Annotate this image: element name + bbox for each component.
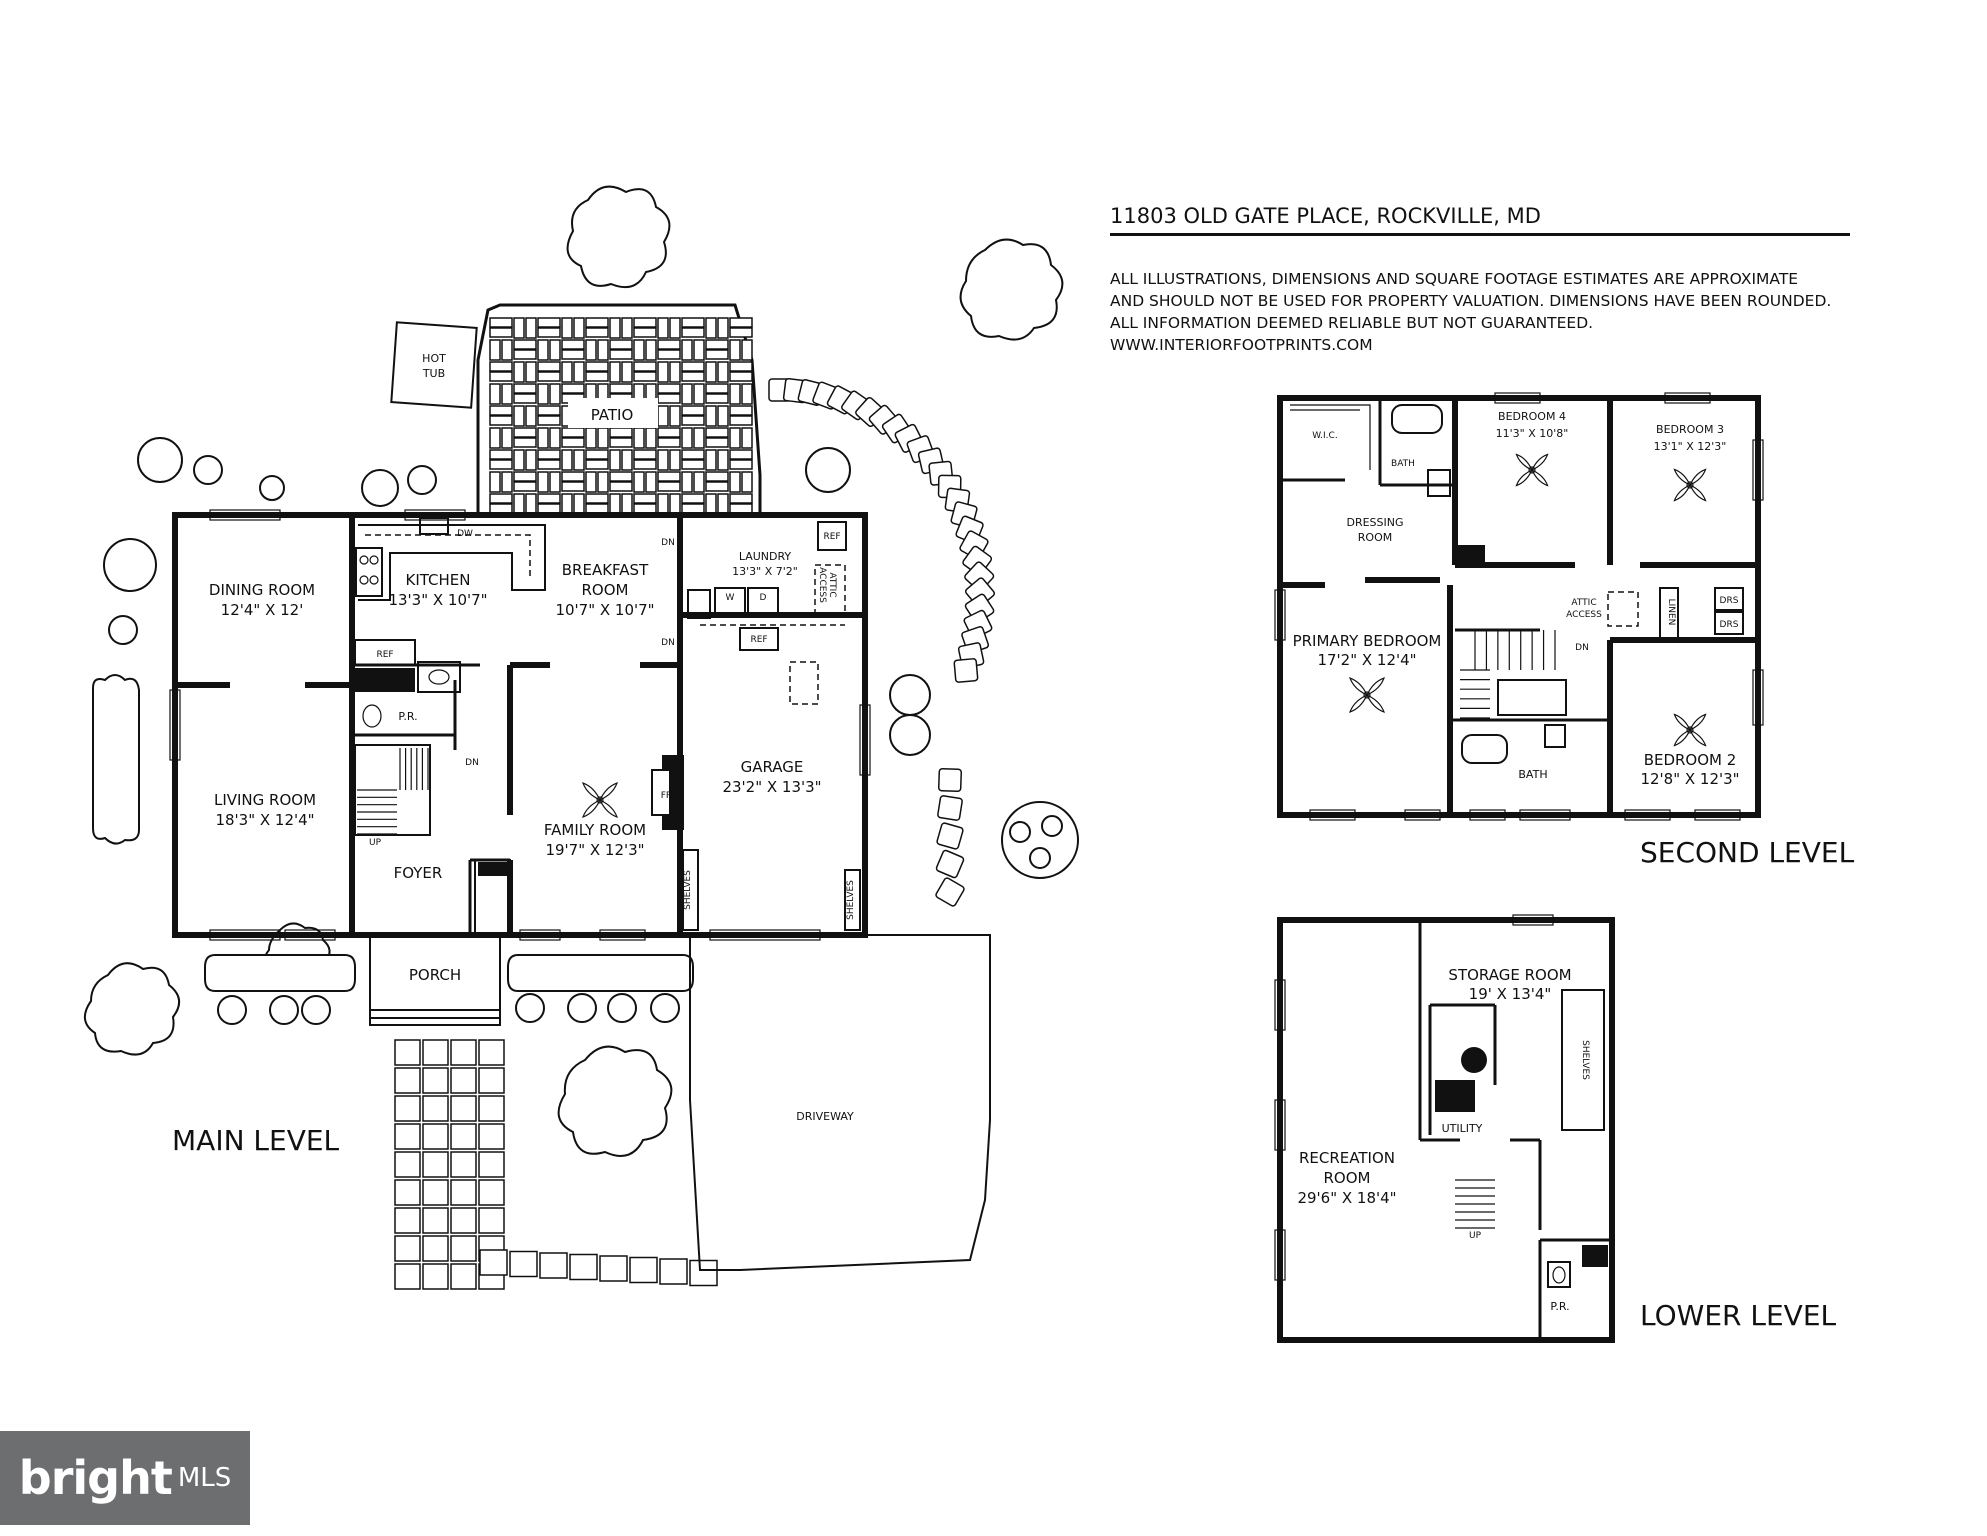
laundry-stairs-down: DN: [661, 538, 675, 548]
bath-label: BATH: [1391, 459, 1415, 469]
bedroom2-label: BEDROOM 2: [1644, 751, 1737, 769]
living-room-label: LIVING ROOM: [214, 791, 316, 809]
dining-room-size: 12'4" X 12': [221, 601, 304, 619]
kitchen-label: KITCHEN: [406, 571, 471, 589]
landscape: [84, 185, 1079, 1157]
hot-tub-label: TUB: [422, 367, 445, 380]
kitchen-size: 13'3" X 10'7": [388, 591, 487, 609]
bedroom2-size: 12'8" X 12'3": [1640, 770, 1739, 788]
disclaimer: ALL ILLUSTRATIONS, DIMENSIONS AND SQUARE…: [1110, 268, 1831, 356]
lower-powder-room-label: P.R.: [1550, 1300, 1569, 1313]
patio-label: PATIO: [591, 406, 634, 424]
family-room-size: 19'7" X 12'3": [545, 841, 644, 859]
breakfast-room-label: BREAKFAST: [562, 561, 649, 579]
dresser-label: DRS: [1720, 620, 1739, 630]
disclaimer-line: ALL INFORMATION DEEMED RELIABLE BUT NOT …: [1110, 314, 1594, 332]
header-divider: [1110, 233, 1850, 236]
recreation-room-label: RECREATION: [1299, 1149, 1395, 1167]
linen-label: LINEN: [1666, 599, 1676, 626]
stairs-up-label: UP: [369, 838, 382, 848]
second-level-title: SECOND LEVEL: [1640, 836, 1855, 869]
recreation-room-label: ROOM: [1324, 1169, 1371, 1187]
primary-bedroom-size: 17'2" X 12'4": [1317, 651, 1416, 669]
attic-access-label: ATTIC: [1571, 598, 1596, 608]
main-level-plan: HOT TUB PATIO: [84, 185, 1079, 1290]
dining-room-label: DINING ROOM: [209, 581, 315, 599]
dresser-label: DRS: [1720, 596, 1739, 606]
driveway-label: DRIVEWAY: [796, 1110, 854, 1123]
living-room-size: 18'3" X 12'4": [215, 811, 314, 829]
disclaimer-line: WWW.INTERIORFOOTPRINTS.COM: [1110, 336, 1373, 354]
lower-exterior-wall: [1277, 917, 1615, 1343]
garden-path: [394, 377, 996, 1290]
second-level-plan: LINEN DRS DRS ATTIC ACCESS DN W.I.C. BAT…: [1274, 392, 1855, 869]
dryer-label: D: [760, 593, 767, 603]
laundry-fridge-label: REF: [823, 532, 840, 542]
primary-bedroom-label: PRIMARY BEDROOM: [1293, 632, 1442, 650]
breakfast-room-size: 10'7" X 10'7": [555, 601, 654, 619]
hot-tub: [390, 321, 478, 409]
bedroom4-size: 11'3" X 10'8": [1496, 427, 1569, 440]
garage-stairs-down: DN: [661, 638, 675, 648]
lower-level-title: LOWER LEVEL: [1640, 1299, 1837, 1332]
bedroom3-size: 13'1" X 12'3": [1654, 440, 1727, 453]
laundry-size: 13'3" X 7'2": [732, 565, 798, 578]
wic-label: W.I.C.: [1312, 431, 1337, 441]
storage-room-size: 19' X 13'4": [1469, 985, 1552, 1003]
powder-room-label: P.R.: [398, 710, 417, 723]
laundry-label: LAUNDRY: [739, 550, 792, 563]
washer-label: W: [726, 593, 735, 603]
storage-shelves-label: SHELVES: [1580, 1040, 1590, 1080]
dressing-room-label: DRESSING: [1346, 516, 1403, 529]
attic-access-label: ATTIC: [827, 572, 837, 597]
fridge-label: REF: [376, 650, 393, 660]
foyer-label: FOYER: [394, 864, 443, 882]
lower-stairs-up: UP: [1469, 1231, 1482, 1241]
garage-shelves-label: SHELVES: [846, 880, 856, 920]
family-room-label: FAMILY ROOM: [544, 821, 646, 839]
garage-shelves-label: SHELVES: [683, 870, 693, 910]
attic-access-label: ACCESS: [1566, 610, 1602, 620]
second-stairs: [1460, 630, 1556, 719]
garage-size: 23'2" X 13'3": [722, 778, 821, 796]
hot-tub-label: HOT: [422, 352, 446, 365]
lower-level-plan: SHELVES UP STORAGE ROOM 19' X 13'4" UTIL…: [1274, 914, 1837, 1343]
logo-suffix: MLS: [177, 1463, 232, 1493]
utility-label: UTILITY: [1442, 1122, 1483, 1135]
main-exterior-wall: [172, 512, 868, 938]
driveway: [689, 934, 991, 1271]
dressing-room-label: ROOM: [1358, 531, 1392, 544]
bright-mls-logo: bright MLS: [0, 1431, 250, 1525]
property-address: 11803 OLD GATE PLACE, ROCKVILLE, MD: [1110, 204, 1541, 228]
second-stairs-down: DN: [1575, 643, 1589, 653]
kitchen-counters: DW: [355, 517, 546, 601]
bedroom4-label: BEDROOM 4: [1498, 410, 1566, 423]
storage-room-label: STORAGE ROOM: [1448, 966, 1571, 984]
dishwasher-label: DW: [457, 529, 473, 539]
disclaimer-line: ALL ILLUSTRATIONS, DIMENSIONS AND SQUARE…: [1110, 270, 1799, 288]
ceiling-fan-icon: [1349, 453, 1707, 747]
lower-stairs: [1455, 1179, 1495, 1229]
fireplace-label: FP: [661, 791, 672, 801]
attic-access-label: ACCESS: [817, 567, 827, 603]
bath-label: BATH: [1518, 768, 1547, 781]
second-exterior-wall: [1277, 395, 1761, 818]
recreation-room-size: 29'6" X 18'4": [1297, 1189, 1396, 1207]
garage-label: GARAGE: [741, 758, 804, 776]
main-level-title: MAIN LEVEL: [172, 1124, 340, 1157]
bedroom3-label: BEDROOM 3: [1656, 423, 1724, 436]
second-windows: [1274, 392, 1764, 821]
ceiling-fan-icon: [582, 782, 618, 818]
porch: [369, 934, 501, 1026]
stairs-down-label: DN: [465, 758, 479, 768]
logo-brand: bright: [18, 1451, 173, 1505]
porch-label: PORCH: [409, 966, 461, 984]
patio: PATIO: [476, 303, 762, 517]
disclaimer-line: AND SHOULD NOT BE USED FOR PROPERTY VALU…: [1110, 292, 1832, 310]
garage-fridge-label: REF: [750, 635, 767, 645]
breakfast-room-label: ROOM: [582, 581, 629, 599]
main-stairs: UP DN: [354, 744, 479, 848]
